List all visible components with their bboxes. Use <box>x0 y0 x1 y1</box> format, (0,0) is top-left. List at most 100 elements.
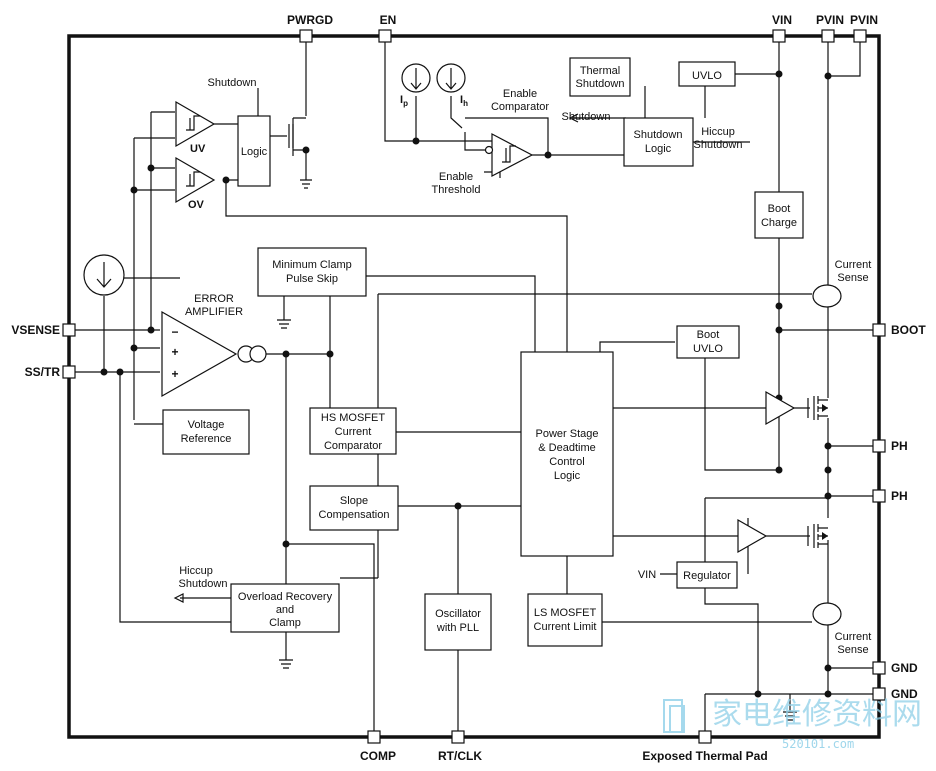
pin-gnd-label-1: GND <box>891 661 918 675</box>
uv-label: UV <box>190 143 206 155</box>
chip-outline <box>67 34 881 739</box>
watermark-logo <box>663 699 685 733</box>
amp-plus-2: + <box>171 367 178 381</box>
hs-comp-label-3: Comparator <box>324 440 382 452</box>
thermal-label-1: Thermal <box>580 65 620 77</box>
enable-thresh-label-1: Enable <box>439 171 473 183</box>
min-clamp-label-1: Minimum Clamp <box>272 259 351 271</box>
current-sense-label-1b: Sense <box>837 272 868 284</box>
amp-minus: − <box>171 325 178 339</box>
junction-dots <box>100 70 832 698</box>
regulator-label: Regulator <box>683 570 731 582</box>
pin-vsense-label: VSENSE <box>11 323 60 337</box>
hs-comp-label-2: Current <box>335 426 372 438</box>
power-stage-label-1: Power Stage <box>536 428 599 440</box>
ls-mosfet <box>813 524 828 548</box>
overload-block <box>230 583 340 633</box>
ih-label: Ih <box>460 94 468 108</box>
power-stage-block <box>520 351 614 557</box>
hs-current-sense <box>812 284 842 308</box>
watermark: 家电维修资料网 520101.com <box>663 697 922 751</box>
min-clamp-label-2: Pulse Skip <box>286 273 338 285</box>
uv-comparator <box>175 100 216 148</box>
ls-limit-label-1: LS MOSFET <box>534 607 597 619</box>
pin-pvin-label-1: PVIN <box>816 13 844 27</box>
voltage-reference-block <box>162 409 250 455</box>
pins <box>62 29 886 744</box>
hiccup2-label-1: Hiccup <box>179 565 213 577</box>
pin-ph-label-1: PH <box>891 439 908 453</box>
enable-thresh-label-2: Threshold <box>432 184 481 196</box>
enable-comp-label-1: Enable <box>503 88 537 100</box>
enable-comp-label-2: Comparator <box>491 101 549 113</box>
current-sense-label-1a: Current <box>835 259 872 271</box>
power-stage-label-4: Logic <box>554 470 581 482</box>
logic-block <box>237 115 271 187</box>
slope-label-1: Slope <box>340 495 368 507</box>
pin-en-label: EN <box>380 13 397 27</box>
amp-plus-1: + <box>171 345 178 359</box>
overload-label-2: and <box>276 604 294 616</box>
pin-pvin-label-2: PVIN <box>850 13 878 27</box>
shutdown-logic-label-2: Logic <box>645 143 672 155</box>
wires <box>69 36 879 737</box>
min-clamp-block <box>257 247 367 297</box>
boot-uvlo-label-1: Boot <box>697 329 720 341</box>
boot-charge-label-2: Charge <box>761 217 797 229</box>
boot-charge-block <box>754 191 804 239</box>
oscillator-label-2: with PLL <box>436 622 479 634</box>
ip-label: Ip <box>400 94 408 108</box>
logic-label: Logic <box>241 146 268 158</box>
vref-label-1: Voltage <box>188 419 225 431</box>
current-sources <box>83 63 466 296</box>
pwrgd-mosfet <box>288 124 294 148</box>
pin-boot-label: BOOT <box>891 323 926 337</box>
pin-pad-label: Exposed Thermal Pad <box>642 749 767 763</box>
overload-label-1: Overload Recovery <box>238 591 333 603</box>
hs-driver <box>765 390 796 426</box>
ls-driver <box>737 518 768 554</box>
hiccup2-label-2: Shutdown <box>179 578 228 590</box>
vref-label-2: Reference <box>181 433 232 445</box>
current-sense-label-2a: Current <box>835 631 872 643</box>
watermark-cjk: 家电维修资料网 <box>712 697 922 732</box>
hs-comparator-block <box>309 407 397 455</box>
shutdown-top-label: Shutdown <box>208 77 257 89</box>
overload-label-3: Clamp <box>269 617 301 629</box>
current-sense-label-2b: Sense <box>837 644 868 656</box>
boot-uvlo-block <box>676 325 740 359</box>
regulator-block <box>676 561 738 589</box>
power-stage-label-2: & Deadtime <box>538 442 595 454</box>
pin-ph-label-2: PH <box>891 489 908 503</box>
error-amp-label-2: AMPLIFIER <box>185 306 243 318</box>
thermal-label-2: Shutdown <box>576 78 625 90</box>
oscillator-block <box>424 593 492 651</box>
thermal-shutdown-block <box>569 57 631 97</box>
hs-comp-label-1: HS MOSFET <box>321 412 385 424</box>
pin-rtclk-label: RT/CLK <box>438 749 482 763</box>
ls-limit-label-2: Current Limit <box>534 621 597 633</box>
slope-label-2: Compensation <box>319 509 390 521</box>
ls-current-limit-block <box>527 593 603 647</box>
hs-mosfet <box>813 396 828 420</box>
ls-current-sense <box>812 602 842 626</box>
oscillator-label-1: Oscillator <box>435 608 481 620</box>
pin-pwrgd-label: PWRGD <box>287 13 333 27</box>
boot-uvlo-label-2: UVLO <box>693 343 723 355</box>
ov-comparator <box>175 156 216 204</box>
ov-label: OV <box>188 199 205 211</box>
uvlo-block <box>678 61 736 87</box>
pin-vin-label: VIN <box>772 13 792 27</box>
slope-compensation-block <box>309 485 399 531</box>
hiccup-label-1: Hiccup <box>701 126 735 138</box>
shutdown-arrow-label: Shutdown <box>562 111 611 123</box>
shutdown-logic-label-1: Shutdown <box>634 129 683 141</box>
hiccup-label-2: Shutdown <box>694 139 743 151</box>
pin-sstr-label: SS/TR <box>25 365 61 379</box>
error-amplifier <box>161 310 267 398</box>
uvlo-label: UVLO <box>692 70 722 82</box>
pin-gnd-label-2: GND <box>891 687 918 701</box>
watermark-url: 520101.com <box>782 737 854 751</box>
